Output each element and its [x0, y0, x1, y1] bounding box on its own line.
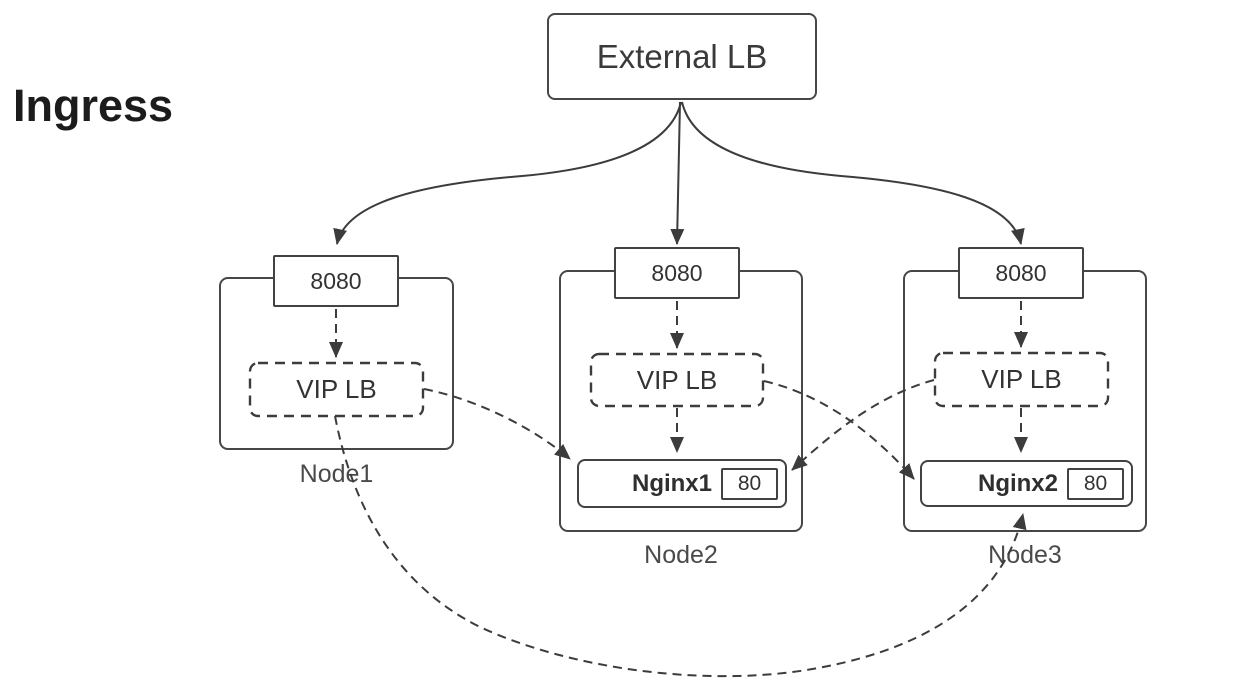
nginx1-box: Nginx1 80 [577, 459, 787, 508]
edge-extlb-to-node1-8080 [333, 101, 682, 245]
node2-viplb-box: VIP LB [591, 354, 763, 406]
node2-label: Node2 [644, 541, 718, 569]
nginx1-label: Nginx1 [631, 469, 712, 497]
nginx2-label: Nginx2 [977, 469, 1058, 497]
node1-viplb-label: VIP LB [296, 374, 377, 404]
node3-viplb-box: VIP LB [935, 353, 1108, 406]
nginx2-box: Nginx2 80 [920, 460, 1133, 507]
edge-extlb-to-node2-8080 [670, 101, 685, 245]
node2-port-8080-box: 8080 [614, 247, 740, 299]
page-title: Ingress [13, 80, 174, 131]
node2-port-label: 8080 [651, 259, 703, 286]
node1-port-8080-box: 8080 [273, 255, 399, 307]
nginx2-port-80-box: 80 [1067, 467, 1124, 500]
node3-viplb-label: VIP LB [981, 364, 1062, 394]
node2-viplb-label: VIP LB [636, 364, 718, 395]
nginx1-port-80-box: 80 [721, 467, 778, 500]
node3-port-label: 8080 [995, 259, 1047, 286]
node3-port-8080-box: 8080 [958, 247, 1084, 299]
external-lb-box: External LB [547, 13, 817, 100]
node1-viplb-box: VIP LB [250, 363, 423, 416]
node3-label: Node3 [988, 541, 1062, 569]
external-lb-label: External LB [596, 37, 768, 75]
node1-label: Node1 [299, 460, 374, 488]
node1-port-label: 8080 [310, 267, 362, 294]
edge-extlb-to-node3-8080 [681, 101, 1025, 245]
